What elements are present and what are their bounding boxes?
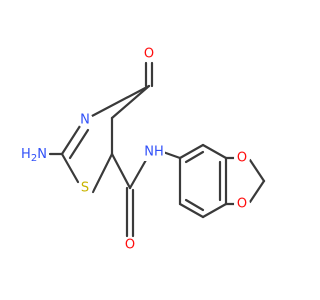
amide-nitrogen: NH: [143, 144, 165, 161]
atom-label-background: [19, 146, 49, 162]
atom-label-background: [141, 46, 157, 62]
bond-n3-c2-outer: [60, 124, 82, 156]
bond-obottom-ch2: [248, 179, 266, 204]
bond-ar5-ar6: [178, 202, 205, 219]
bond-otop-ch2: [248, 158, 266, 183]
atom-label-o-dioxole-top: O: [237, 151, 247, 166]
atom-label-h2n: H2N: [21, 147, 47, 164]
oxygen-atom-amide: O: [122, 237, 138, 253]
amino-group: H2N: [19, 146, 49, 164]
sulfur-atom-ring: S: [77, 180, 93, 196]
nitrogen-atom-ring: N: [77, 112, 93, 128]
atom-label-o-amide: O: [125, 238, 135, 253]
bond-ar4-ar5: [201, 202, 228, 219]
oxygen-atom-dioxole-bottom: O: [234, 196, 250, 212]
atom-label-background: [143, 144, 165, 161]
bond-ar-inner-1: [184, 150, 205, 164]
bond-c2-s1: [60, 152, 80, 184]
bond-n3-c2-inner: [68, 128, 90, 160]
bond-layer: [48, 61, 266, 238]
atom-label-o-dioxole-bottom: O: [237, 197, 247, 212]
atom-label-background: [122, 237, 138, 253]
atom-label-layer: O N H2N S O: [19, 46, 250, 253]
bond-c4-n3: [90, 84, 151, 118]
bond-c5-c4: [110, 84, 151, 120]
oxygen-atom-dioxole-top: O: [234, 150, 250, 166]
bond-c6-camide: [110, 152, 132, 190]
atom-label-s-ring: S: [81, 181, 89, 196]
bond-ar2-ar3: [201, 143, 228, 160]
bond-nh-aryl: [161, 150, 182, 160]
structure-canvas: O N H2N S O: [19, 46, 266, 253]
atom-label-n-ring: N: [80, 113, 90, 128]
bond-ar-inner-3: [184, 198, 205, 212]
atom-label-background: [77, 180, 93, 196]
atom-label-background: [77, 112, 93, 128]
oxygen-atom-ring-carbonyl: O: [141, 46, 157, 62]
atom-label-nh: NH: [144, 145, 164, 160]
atom-label-o-ring-carbonyl: O: [144, 47, 154, 62]
atom-label-background: [234, 150, 250, 166]
molecule-diagram: O N H2N S O: [19, 46, 266, 253]
bond-ar1-ar2: [178, 143, 205, 160]
atom-label-background: [234, 196, 250, 212]
bond-s1-c6: [91, 152, 114, 194]
bond-camide-nh: [128, 158, 148, 190]
